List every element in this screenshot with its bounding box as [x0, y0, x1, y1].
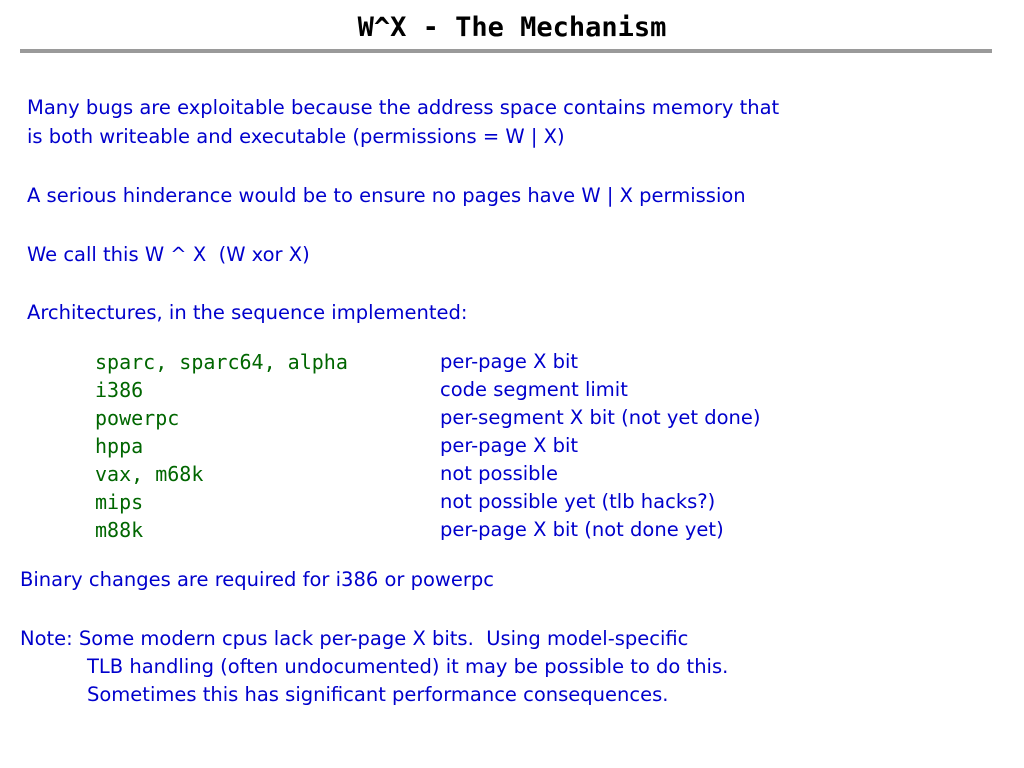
slide-title: W^X - The Mechanism [357, 12, 667, 43]
arch-status: not possible yet (tlb hacks?) [440, 490, 716, 513]
arch-name: sparc, sparc64, alpha [95, 350, 348, 374]
arch-status: code segment limit [440, 378, 628, 401]
note-line-1: Note: Some modern cpus lack per-page X b… [20, 627, 689, 650]
intro-line-1: Many bugs are exploitable because the ad… [27, 96, 780, 119]
note-line-3: Sometimes this has significant performan… [87, 683, 669, 706]
arch-name: mips [95, 490, 144, 514]
arch-name: m88k [95, 518, 144, 542]
arch-name: vax, m68k [95, 462, 204, 486]
arch-status: not possible [440, 462, 558, 485]
title-divider [20, 49, 992, 53]
arch-heading: Architectures, in the sequence implement… [27, 301, 468, 324]
arch-name: hppa [95, 434, 144, 458]
arch-status: per-page X bit [440, 350, 579, 373]
naming-text: We call this W ^ X (W xor X) [27, 243, 310, 266]
arch-name: i386 [95, 378, 144, 402]
arch-status: per-segment X bit (not yet done) [440, 406, 761, 429]
note-line-2: TLB handling (often undocumented) it may… [87, 655, 729, 678]
arch-name: powerpc [95, 406, 180, 430]
arch-status: per-page X bit (not done yet) [440, 518, 724, 541]
arch-status: per-page X bit [440, 434, 579, 457]
intro-line-2: is both writeable and executable (permis… [27, 125, 565, 148]
hinderance-text: A serious hinderance would be to ensure … [27, 184, 746, 207]
binary-note: Binary changes are required for i386 or … [20, 568, 494, 591]
